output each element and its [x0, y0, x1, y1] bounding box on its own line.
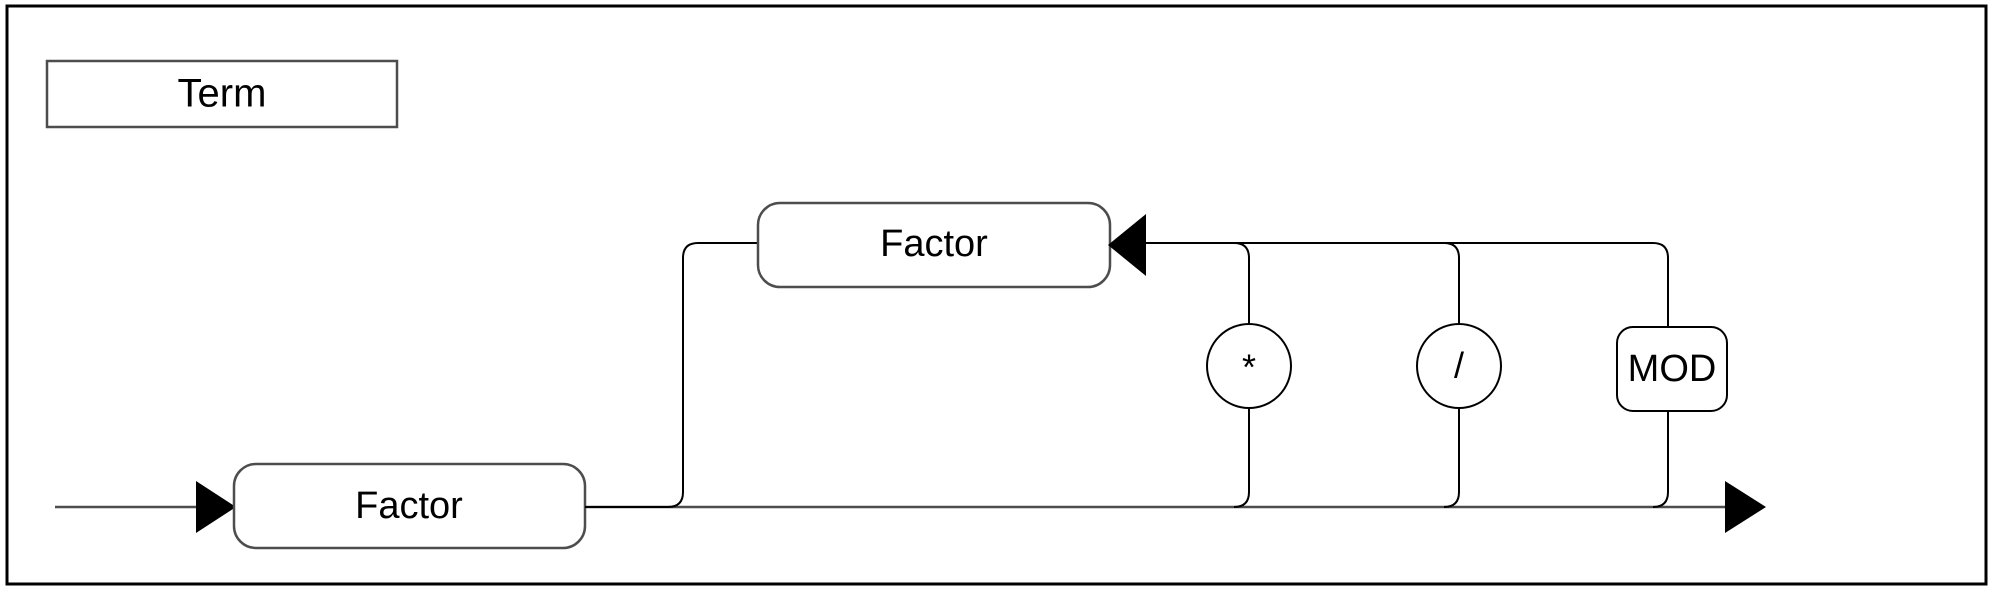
title-box: [45, 59, 399, 129]
loop-arrow-icon: [1108, 214, 1146, 276]
loop-left-riser-wire: [585, 242, 758, 508]
node-op-multiply-label: *: [1242, 347, 1256, 388]
page-title: Term: [178, 72, 267, 116]
node-op-mod-label: MOD: [1628, 348, 1717, 390]
node-op-mod: [1616, 326, 1728, 412]
diagram-frame: [5, 4, 1988, 586]
multiply-branch-bottom-wire: [1233, 408, 1250, 508]
exit-arrow-icon: [1725, 481, 1766, 533]
entry-arrow-icon: [196, 481, 236, 533]
node-op-divide-label: /: [1454, 345, 1464, 386]
mod-branch-top-wire: [1652, 242, 1669, 327]
divide-branch-top-wire: [1443, 242, 1460, 324]
divide-branch-bottom-wire: [1443, 408, 1460, 508]
node-factor-bottom-label: Factor: [355, 485, 463, 527]
mod-branch-bottom-wire: [1652, 411, 1669, 508]
node-factor-top-label: Factor: [880, 223, 988, 265]
multiply-branch-top-wire: [1233, 242, 1250, 324]
